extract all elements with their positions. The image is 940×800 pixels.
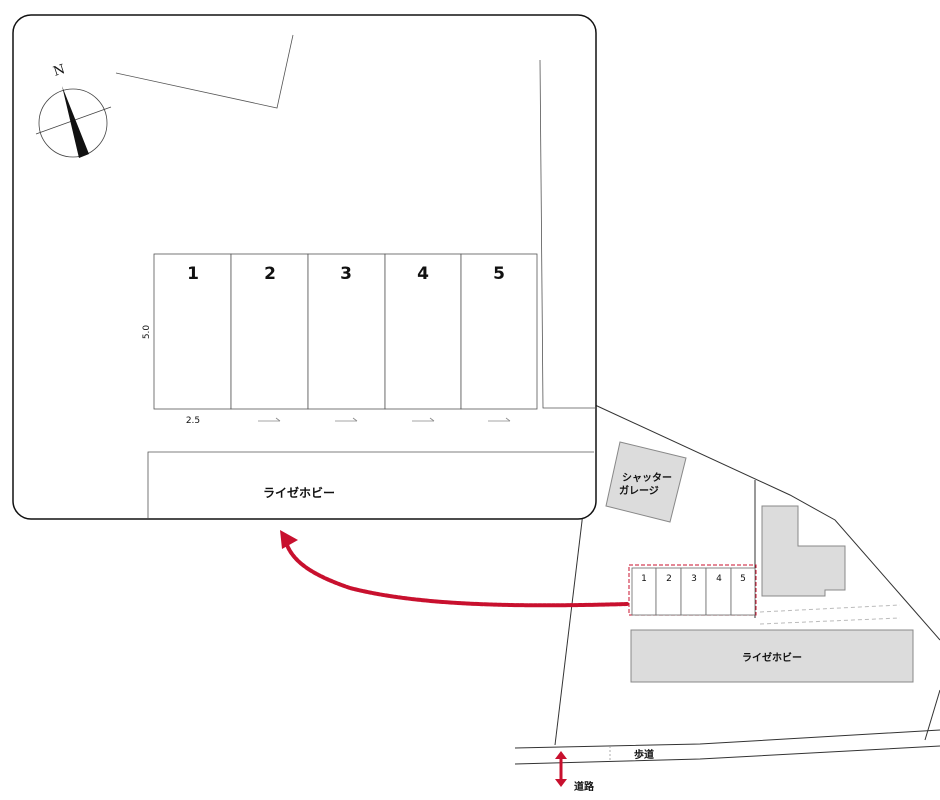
zoom-connector-arrowhead-icon (280, 530, 298, 549)
road-label: 道路 (574, 780, 595, 793)
parking-space-label-2: 2 (264, 264, 276, 284)
detail-panel: N 1 2 3 4 5 5.0 2.5 ライゼホビー (12, 14, 597, 520)
zoom-connector-arrow (280, 530, 629, 608)
overview-space-label-4: 4 (716, 574, 722, 584)
width-repeat-arrows (258, 417, 511, 422)
parking-space-1 (153, 253, 232, 410)
parking-space-label-3: 3 (340, 264, 352, 284)
parking-space-5 (460, 253, 538, 410)
compass-circle (38, 88, 108, 158)
overview-space-label-3: 3 (691, 574, 697, 584)
north-arrow-icon (62, 86, 89, 158)
overview-parking-space-5 (730, 567, 756, 616)
parking-space-label-5: 5 (493, 264, 505, 284)
overview-space-label-2: 2 (666, 574, 672, 584)
shutter-garage-label-line2: ガレージ (619, 484, 659, 497)
overview-parking-space-4 (705, 567, 732, 616)
shutter-garage: シャッター ガレージ (605, 441, 687, 523)
overview-building-label: ライゼホビー (742, 651, 802, 664)
detail-main-building: ライゼホビー (147, 451, 594, 518)
overview-parking-space-3 (680, 567, 707, 616)
overview-driveway-lines (759, 604, 901, 625)
width-dimension-label: 2.5 (186, 416, 200, 426)
arrow-right-icon (412, 417, 435, 422)
depth-dimension-label: 5.0 (142, 325, 152, 340)
overview-main-building: ライゼホビー (630, 629, 914, 683)
arrow-right-icon (258, 417, 281, 422)
overview-space-label-5: 5 (740, 574, 746, 584)
detail-building-label: ライゼホビー (263, 485, 335, 500)
overview-parking-space-2 (655, 567, 682, 616)
overview-map: シャッター ガレージ 1 2 3 4 5 ライゼホビー (514, 404, 940, 793)
overview-main-building-shape (630, 629, 914, 683)
sidewalk-label: 歩道 (634, 748, 654, 761)
detail-boundary-lines (115, 34, 596, 409)
compass-north-label: N (52, 62, 67, 80)
parking-space-label-4: 4 (417, 264, 429, 284)
parking-space-label-1: 1 (187, 264, 199, 284)
road-lines (514, 729, 940, 765)
zoom-connector-path (285, 543, 629, 608)
overview-space-label-1: 1 (641, 574, 647, 584)
shutter-garage-label-line1: シャッター (622, 472, 672, 484)
arrow-right-icon (488, 417, 511, 422)
road-access-arrow-icon (555, 751, 567, 787)
overview-parking-row: 1 2 3 4 5 (628, 564, 757, 616)
compass: N (35, 62, 112, 158)
parking-space-4 (384, 253, 462, 410)
shutter-garage-shape (605, 441, 687, 523)
detail-main-building-outline (147, 451, 594, 518)
arrow-right-icon (335, 417, 358, 422)
detail-parking-row: 1 2 3 4 5 (153, 253, 538, 410)
neighbor-house (761, 505, 846, 597)
